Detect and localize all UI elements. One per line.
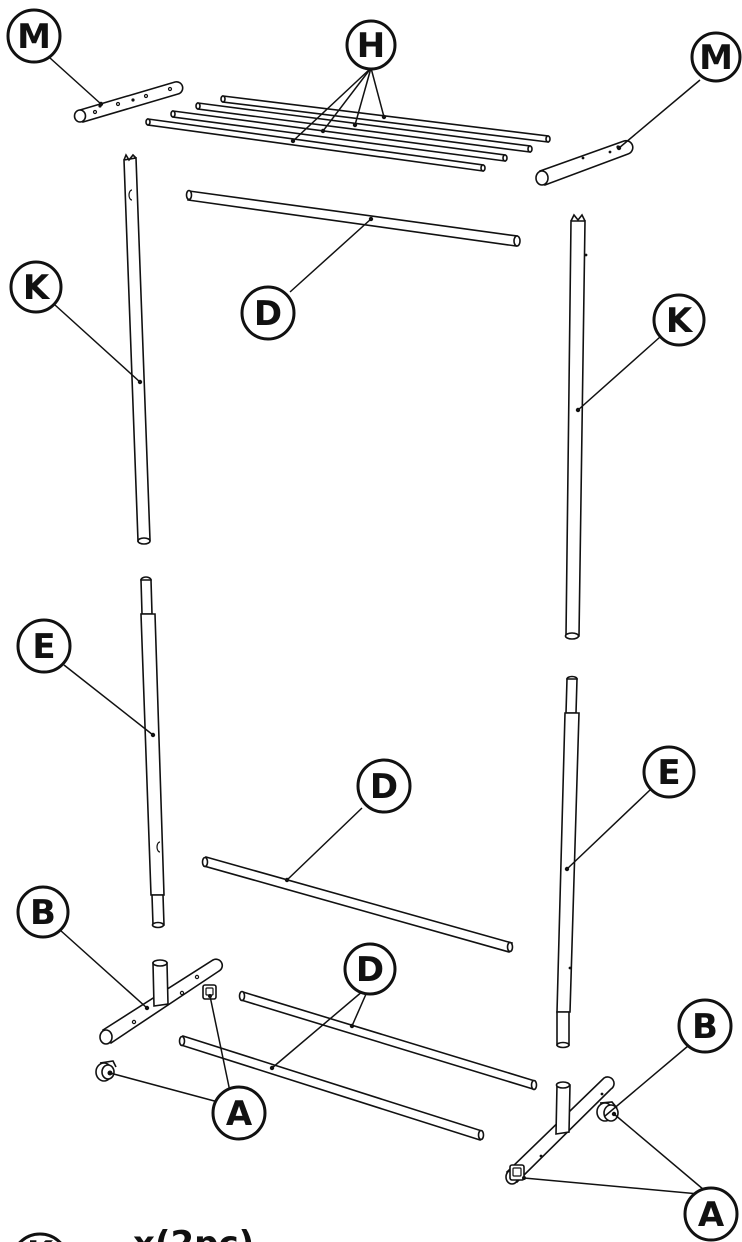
part-a-caster-left-cap	[202, 984, 217, 1000]
label-b-right: B	[677, 998, 733, 1054]
part-a-caster-left-wheel	[95, 1060, 117, 1082]
part-d-top	[185, 189, 521, 247]
label-b-left: B	[16, 885, 70, 939]
label-d-bottom: D	[343, 942, 397, 996]
svg-text:B: B	[30, 893, 56, 933]
part-d-bottom	[178, 990, 538, 1142]
svg-text:D: D	[370, 767, 398, 807]
label-m-right: M	[690, 31, 742, 83]
svg-text:M: M	[699, 38, 733, 78]
svg-text:A: A	[698, 1195, 725, 1235]
svg-text:H: H	[357, 26, 385, 66]
label-m-left: M	[6, 8, 62, 64]
part-b-left	[99, 958, 224, 1045]
svg-text:K: K	[666, 301, 694, 341]
part-e-left	[140, 576, 165, 929]
svg-text:B: B	[692, 1007, 718, 1047]
label-h: H	[345, 19, 397, 71]
part-h-rods	[145, 95, 551, 172]
svg-text:E: E	[32, 627, 55, 667]
label-e-right: E	[642, 745, 696, 799]
leader-lines	[49, 57, 711, 1196]
part-a-caster-right-wheel	[596, 1101, 619, 1122]
label-a-left: A	[211, 1085, 267, 1141]
svg-text:K: K	[23, 268, 51, 308]
svg-text:D: D	[356, 950, 384, 990]
label-k-right: K	[652, 293, 706, 347]
label-d-top: D	[240, 285, 296, 341]
part-d-middle	[201, 856, 514, 953]
label-d-middle: D	[356, 758, 412, 814]
bottom-caption: K x(2pc)	[18, 1224, 254, 1242]
label-e-left: E	[16, 618, 72, 674]
part-e-right	[556, 675, 580, 1049]
part-a-caster-right-cap	[509, 1164, 526, 1181]
label-k-left: K	[9, 260, 63, 314]
svg-text:K: K	[27, 1234, 55, 1242]
bottom-caption-text: x(2pc)	[133, 1224, 254, 1242]
svg-text:A: A	[226, 1094, 253, 1134]
svg-text:E: E	[657, 753, 680, 793]
part-k-left	[123, 153, 151, 545]
part-k-right	[564, 213, 588, 640]
part-m-left	[73, 81, 184, 124]
svg-text:M: M	[17, 17, 51, 57]
svg-text:D: D	[254, 294, 282, 334]
label-a-right: A	[683, 1186, 739, 1242]
